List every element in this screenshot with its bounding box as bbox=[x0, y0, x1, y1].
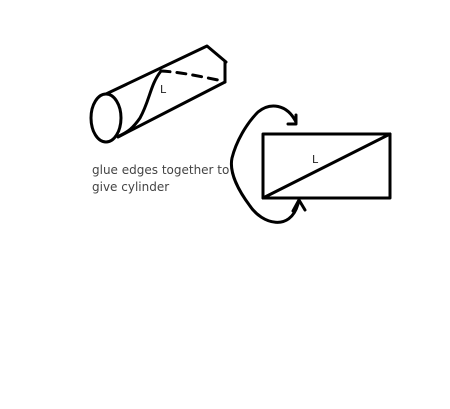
cylinder-top-edge bbox=[104, 44, 228, 96]
rectangle-label: L bbox=[312, 153, 319, 166]
glue-arrow-top-head bbox=[286, 113, 298, 126]
glue-arrow-curve bbox=[229, 104, 300, 224]
cylinder-bottom-edge bbox=[116, 80, 227, 139]
caption: glue edges together to give cylinder bbox=[92, 162, 242, 196]
rectangle-diagonal bbox=[261, 132, 392, 200]
rectangle-outline bbox=[261, 132, 392, 200]
caption-line-2: give cylinder bbox=[92, 180, 170, 194]
cylinder-hidden-seam bbox=[159, 69, 220, 82]
cylinder-seam-curve bbox=[117, 69, 163, 138]
unrolled-rectangle bbox=[229, 104, 392, 224]
caption-line-1: glue edges together to bbox=[92, 163, 230, 177]
cylinder bbox=[89, 44, 228, 144]
cylinder-end-ellipse bbox=[89, 92, 123, 144]
glue-arrow-bottom-head bbox=[291, 198, 307, 213]
cylinder-label: L bbox=[160, 83, 167, 96]
